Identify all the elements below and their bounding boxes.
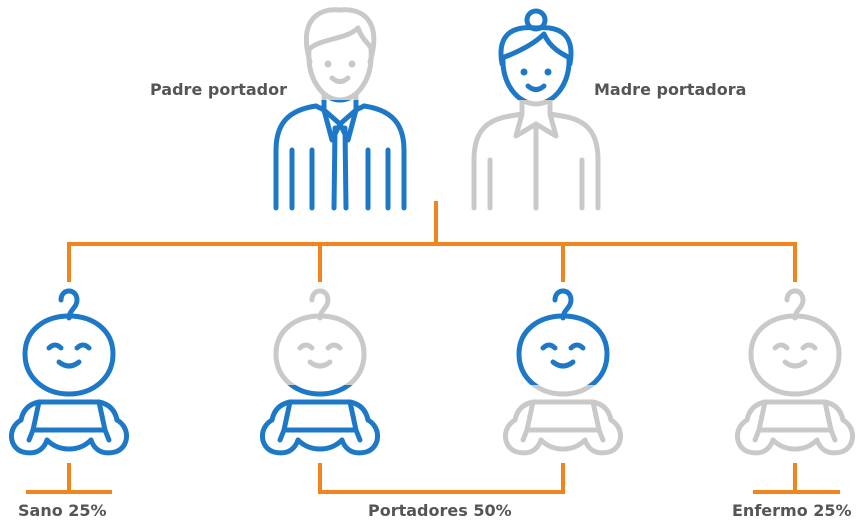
- mother-icon: [471, 8, 601, 211]
- baby-icon: [735, 288, 855, 456]
- connector-lines: [26, 201, 840, 494]
- baby-icon: [9, 288, 129, 456]
- mother-label: Madre portadora: [594, 80, 747, 99]
- baby-icon: [260, 288, 380, 456]
- outcome-carriers-label: Portadores 50%: [368, 501, 512, 520]
- father-label: Padre portador: [150, 80, 287, 99]
- outcome-affected-label: Enfermo 25%: [732, 501, 852, 520]
- baby-icon: [503, 288, 623, 456]
- father-icon: [273, 7, 407, 211]
- outcome-healthy-label: Sano 25%: [18, 501, 107, 520]
- figures: [9, 7, 855, 456]
